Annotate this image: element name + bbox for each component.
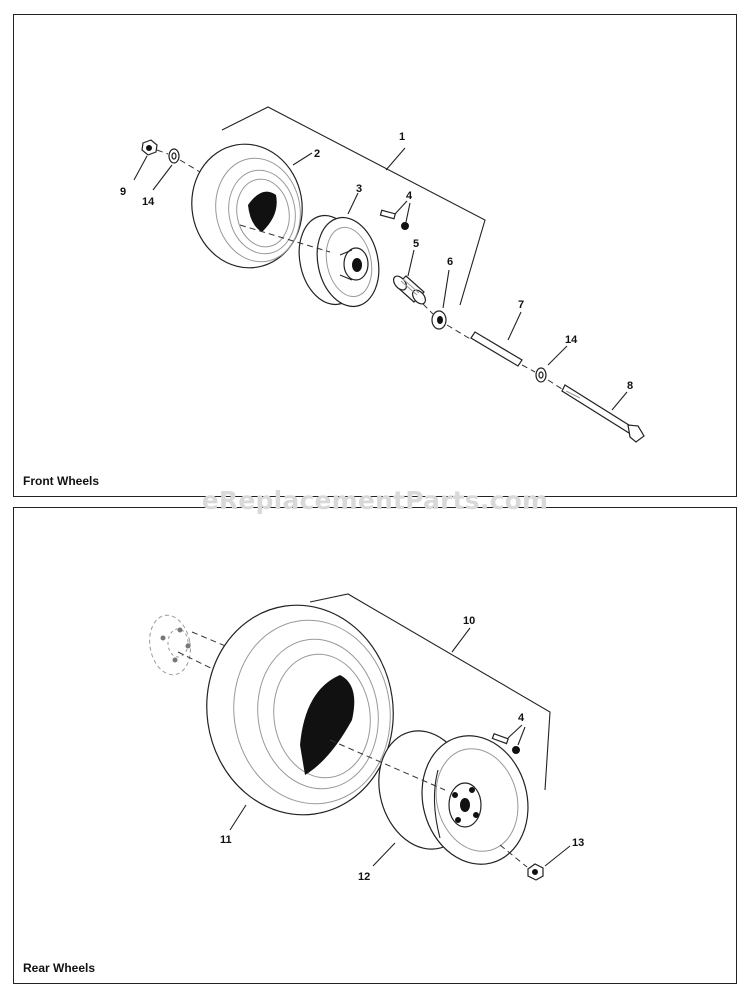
washer-part-14-front (168, 148, 180, 164)
assembly-bracket-front (221, 106, 486, 306)
leader-13 (544, 845, 571, 867)
callout-9: 9 (120, 186, 126, 198)
callout-4-front: 4 (406, 190, 413, 202)
front-tire-part-2 (191, 143, 303, 269)
callout-14-axle: 14 (565, 334, 578, 346)
rear-tire-part-11 (206, 604, 394, 816)
callout-8: 8 (627, 380, 633, 392)
assembly-bracket-rear (309, 593, 551, 791)
callout-6: 6 (447, 256, 453, 268)
callout-3: 3 (356, 183, 362, 195)
leader-9 (133, 155, 148, 181)
leader-4b (507, 724, 523, 739)
lug-nut-part-13 (527, 863, 544, 881)
leader-5 (407, 249, 415, 277)
leader-7 (507, 311, 522, 341)
rear-wheels-label: Rear Wheels (23, 961, 96, 975)
leader-14a (152, 164, 173, 191)
leader-6 (442, 269, 450, 309)
leader-10 (451, 627, 471, 653)
axle-spacer-part-7 (470, 331, 523, 367)
front-wheels-label: Front Wheels (23, 474, 100, 488)
callout-7: 7 (518, 299, 524, 311)
leader-2 (292, 152, 313, 166)
leader-1 (385, 147, 406, 171)
callout-1: 1 (399, 131, 405, 143)
bearing-part-5 (392, 275, 427, 305)
valve-stem-part-4-rear (491, 732, 520, 754)
valve-stem-part-4-front (379, 209, 409, 230)
front-rim-part-3 (298, 214, 380, 308)
callout-11: 11 (220, 834, 232, 846)
leader-8 (611, 391, 628, 411)
lug-nut-part-9 (141, 139, 158, 156)
rear-rim-part-12 (378, 730, 529, 865)
callout-14-hub: 14 (142, 196, 155, 208)
leader-3 (347, 192, 359, 215)
callout-2: 2 (314, 148, 320, 160)
leader-4a (394, 200, 408, 215)
washer-part-14-axle (535, 367, 547, 383)
leader-11 (229, 804, 247, 831)
rear-hub-phantom (149, 614, 191, 676)
leader-14b (547, 345, 568, 366)
spacer-part-6 (431, 310, 447, 330)
callout-4-rear: 4 (518, 712, 525, 724)
callout-10: 10 (463, 615, 475, 627)
axle-bolt-part-8 (561, 384, 645, 443)
callout-12: 12 (358, 871, 370, 883)
callout-13: 13 (572, 837, 584, 849)
callout-5: 5 (413, 238, 419, 250)
leader-12 (372, 842, 396, 867)
